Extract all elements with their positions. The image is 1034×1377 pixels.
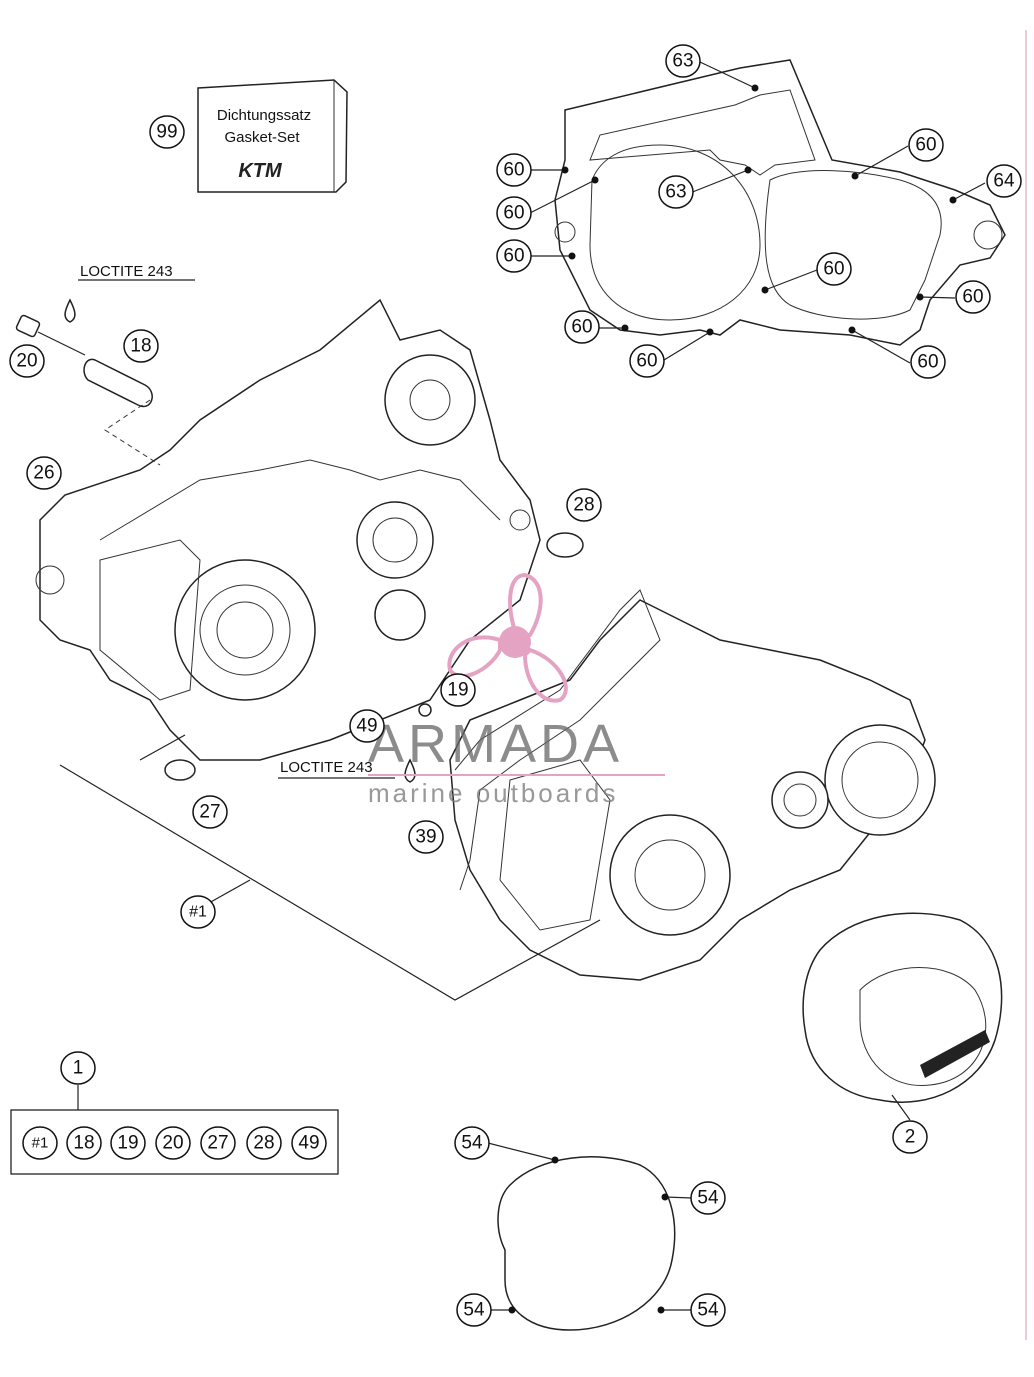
callout-39: 39	[408, 820, 444, 854]
gasket-bolt-holes	[508, 84, 957, 1314]
svg-text:18: 18	[73, 1133, 94, 1154]
gasket-set-line2: Gasket-Set	[224, 129, 300, 146]
svg-text:60: 60	[503, 160, 524, 181]
callout-49: 49	[349, 709, 385, 743]
svg-text:27: 27	[199, 802, 220, 823]
loctite-drop-top	[64, 298, 76, 323]
kit-item: 20	[155, 1126, 191, 1160]
callout-63-mid: 63	[658, 175, 694, 209]
svg-text:60: 60	[823, 259, 844, 280]
sleeve-28	[546, 532, 584, 558]
svg-text:54: 54	[461, 1133, 483, 1154]
callout-1: 1	[60, 1051, 96, 1085]
svg-text:27: 27	[207, 1133, 228, 1154]
ktm-logo: KTM	[238, 160, 283, 182]
watermark-tagline: marine outboards	[368, 778, 618, 808]
callout-54-c: 54	[456, 1293, 492, 1327]
crankcase-gasket-top	[554, 59, 1006, 346]
gasket-set-line1: Dichtungssatz	[217, 107, 311, 124]
svg-text:26: 26	[33, 463, 54, 484]
svg-text:28: 28	[253, 1133, 274, 1154]
svg-text:99: 99	[156, 122, 177, 143]
ignition-cover	[802, 912, 1003, 1103]
svg-text:39: 39	[415, 827, 436, 848]
callout-20: 20	[9, 344, 45, 378]
svg-text:60: 60	[962, 287, 983, 308]
svg-text:2: 2	[905, 1127, 916, 1148]
watermark-brand: ARMADA	[368, 714, 623, 774]
svg-text:54: 54	[697, 1188, 719, 1209]
svg-text:19: 19	[117, 1133, 138, 1154]
loctite-drop-mid	[404, 758, 416, 783]
crankcase-right-half	[449, 599, 936, 981]
callout-28: 28	[566, 488, 602, 522]
svg-text:64: 64	[993, 171, 1015, 192]
svg-text:19: 19	[447, 680, 468, 701]
propeller-logo-icon	[447, 572, 568, 703]
screw-19	[418, 703, 432, 717]
loctite-note-top: LOCTITE 243	[80, 263, 173, 280]
svg-text:60: 60	[503, 203, 524, 224]
bolt-20	[15, 314, 86, 356]
svg-text:49: 49	[356, 716, 377, 737]
callout-27: 27	[192, 795, 228, 829]
svg-text:#1: #1	[189, 904, 207, 921]
svg-text:60: 60	[571, 317, 592, 338]
gasket-set-box: Dichtungssatz Gasket-Set KTM	[197, 79, 348, 193]
sleeve-27	[164, 759, 196, 781]
svg-text:20: 20	[162, 1133, 183, 1154]
kit-item: 19	[110, 1126, 146, 1160]
kit-item: 28	[246, 1126, 282, 1160]
dowel-sleeve-18	[83, 358, 153, 408]
svg-text:60: 60	[503, 246, 524, 267]
dashed-leader	[104, 399, 161, 466]
callout-60-h: 60	[955, 280, 991, 314]
svg-text:20: 20	[16, 351, 37, 372]
loctite-note-mid: LOCTITE 243	[280, 759, 373, 776]
kit-contents-box: #1 18 19 20 27 28 49	[10, 1109, 339, 1175]
callout-54-a: 54	[454, 1126, 490, 1160]
svg-text:63: 63	[665, 182, 686, 203]
svg-text:28: 28	[573, 495, 594, 516]
kit-item: #1	[22, 1126, 58, 1160]
callout-60-c: 60	[496, 239, 532, 273]
callout-60-d: 60	[564, 310, 600, 344]
callout-54-d: 54	[690, 1293, 726, 1327]
svg-text:54: 54	[463, 1300, 485, 1321]
callout-60-i: 60	[910, 345, 946, 379]
svg-text:49: 49	[298, 1133, 319, 1154]
kit-item: 27	[200, 1126, 236, 1160]
callout-26: 26	[26, 456, 62, 490]
callout-18: 18	[123, 329, 159, 363]
svg-text:1: 1	[73, 1058, 84, 1079]
callout-64: 64	[986, 164, 1022, 198]
crankcase-left-half	[35, 298, 541, 761]
svg-text:63: 63	[672, 51, 693, 72]
callout-60-b: 60	[496, 196, 532, 230]
callout-60-e: 60	[629, 344, 665, 378]
callout-63-top: 63	[665, 44, 701, 78]
leader-lines	[77, 61, 986, 1311]
assembly-bracket	[59, 764, 601, 1001]
svg-text:60: 60	[636, 351, 657, 372]
callout-2: 2	[892, 1120, 928, 1154]
callout-60-g: 60	[816, 252, 852, 286]
callout-60-a: 60	[496, 153, 532, 187]
armada-watermark: ARMADA marine outboards	[368, 572, 665, 808]
svg-text:18: 18	[130, 336, 151, 357]
ignition-cover-gasket	[497, 1156, 676, 1331]
svg-text:60: 60	[917, 352, 938, 373]
svg-text:54: 54	[697, 1300, 719, 1321]
kit-item: 18	[66, 1126, 102, 1160]
callout-54-b: 54	[690, 1181, 726, 1215]
callout-hash-1: #1	[180, 895, 216, 929]
callout-19: 19	[440, 673, 476, 707]
callout-60-f: 60	[908, 128, 944, 162]
kit-item: 49	[291, 1126, 327, 1160]
svg-text:#1: #1	[32, 1135, 49, 1152]
callout-99: 99	[149, 115, 185, 149]
svg-text:60: 60	[915, 135, 936, 156]
